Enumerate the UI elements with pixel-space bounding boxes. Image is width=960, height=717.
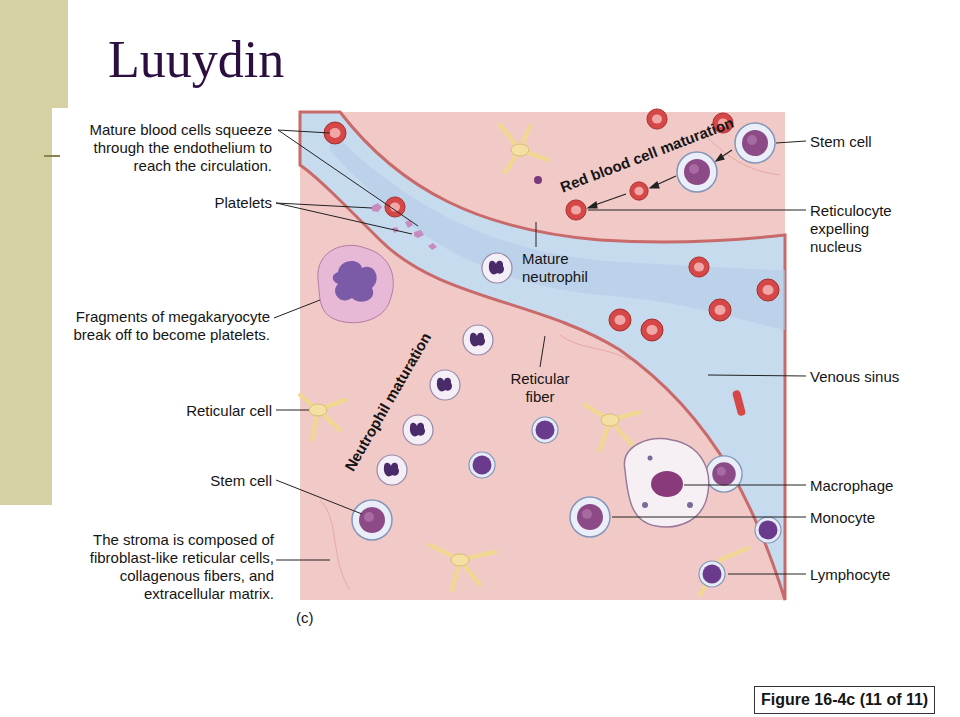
note-text: The stroma is composed of fibroblast-lik… — [42, 531, 274, 603]
callout-label: Mature blood cells squeeze through the e… — [52, 121, 272, 175]
callout-label: Mature neutrophil — [522, 250, 614, 286]
venous-sinus — [300, 112, 785, 600]
callout-label: Platelets — [152, 194, 272, 212]
red-blood-cells — [324, 109, 779, 341]
callout-label: Stem cell — [152, 472, 272, 490]
bar-tick — [44, 155, 60, 157]
callout-label: Lymphocyte — [810, 566, 940, 584]
panel-letter: (c) — [296, 609, 336, 627]
squeezing-cell — [732, 389, 746, 416]
callout-label: Venous sinus — [810, 368, 940, 386]
callout-label: Reticulocyte expelling nucleus — [810, 202, 920, 256]
megakaryocyte — [318, 245, 393, 322]
callout-label: Fragments of megakaryocyte break off to … — [44, 308, 270, 344]
callout-label: Macrophage — [810, 477, 940, 495]
platelets — [372, 203, 437, 250]
marrow-ground — [300, 112, 785, 600]
slide-title: Luuydin — [108, 30, 284, 90]
figure-caption: Figure 16-4c (11 of 11) — [754, 686, 935, 714]
macrophage — [624, 439, 708, 527]
callout-label: Reticular cell — [142, 402, 272, 420]
expelled-nucleus — [534, 176, 542, 184]
callout-label: Monocyte — [810, 509, 940, 527]
callout-label: Stem cell — [810, 133, 930, 151]
sinus-shade — [330, 130, 785, 330]
callout-label: Reticular fiber — [498, 370, 582, 406]
leader-lines — [274, 130, 806, 574]
